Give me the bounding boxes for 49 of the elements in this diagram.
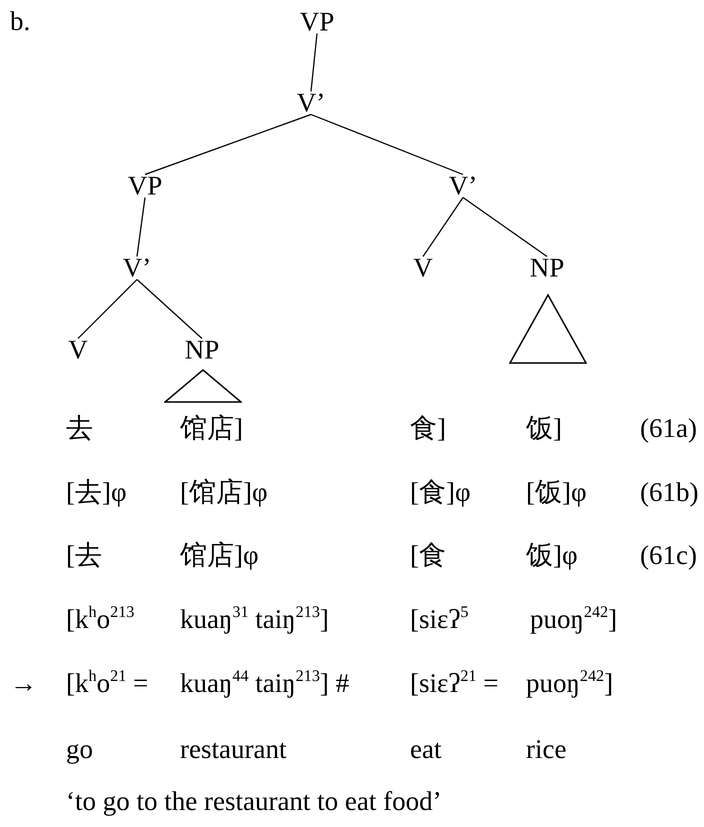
english-gloss: rice bbox=[526, 735, 566, 765]
example-letter: b. bbox=[10, 7, 30, 37]
category-label: NP bbox=[184, 336, 220, 364]
transcription: [siɛʔ$^{5}$ bbox=[410, 605, 468, 635]
chinese-word: 食] bbox=[410, 414, 446, 444]
category-label: V bbox=[413, 254, 433, 282]
example-number: (61b) bbox=[640, 478, 698, 508]
example-number: (61a) bbox=[640, 414, 697, 444]
translation-text: ‘to go to the restaurant to eat food’ bbox=[66, 787, 442, 817]
chinese-word: 馆店]φ bbox=[180, 541, 259, 571]
english-gloss: eat bbox=[410, 735, 442, 765]
triangle-symbol bbox=[509, 294, 587, 364]
transcription: puoŋ$^{242}$] bbox=[526, 669, 614, 699]
branch-line bbox=[136, 197, 146, 257]
transcription: [k$^{h}$o$^{213}$ bbox=[66, 605, 134, 635]
english-gloss: go bbox=[66, 735, 93, 765]
triangle-symbol bbox=[164, 369, 242, 403]
branch-line bbox=[78, 279, 138, 339]
chinese-word: [馆店]φ bbox=[180, 478, 268, 508]
category-label: V bbox=[68, 336, 88, 364]
transcription: kuaŋ$^{31}$ taiŋ$^{213}$] bbox=[180, 605, 329, 635]
transcription: puoŋ$^{242}$] bbox=[530, 605, 618, 635]
category-label: VP bbox=[300, 8, 334, 36]
branch-line bbox=[310, 114, 464, 176]
transcription: [k$^{h}$o$^{21}$ = bbox=[66, 669, 148, 699]
category-label: V’ bbox=[122, 254, 152, 282]
branch-line bbox=[422, 197, 464, 257]
category-label: V’ bbox=[448, 172, 478, 200]
transcription: [siɛʔ$^{21}$ = bbox=[410, 669, 498, 699]
category-label: NP bbox=[530, 254, 564, 282]
chinese-word: [食 bbox=[410, 541, 446, 571]
chinese-word: 馆店] bbox=[180, 414, 243, 444]
category-label: V’ bbox=[296, 90, 326, 116]
example-number: (61c) bbox=[640, 541, 697, 571]
chinese-word: 饭] bbox=[526, 414, 562, 444]
transcription: kuaŋ$^{44}$ taiŋ$^{213}$] # bbox=[180, 669, 350, 699]
arrow-symbol: → bbox=[10, 669, 37, 699]
branch-line bbox=[462, 197, 548, 257]
branch-line bbox=[310, 33, 318, 92]
branch-line bbox=[136, 279, 202, 339]
chinese-word: [去 bbox=[66, 541, 102, 571]
chinese-word: 去 bbox=[66, 414, 93, 444]
english-gloss: restaurant bbox=[180, 735, 286, 765]
chinese-word: [食]φ bbox=[410, 478, 471, 508]
category-label: VP bbox=[128, 172, 162, 200]
chinese-word: [饭]φ bbox=[526, 478, 587, 508]
branch-line bbox=[144, 114, 312, 176]
chinese-word: 饭]φ bbox=[526, 541, 578, 571]
chinese-word: [去]φ bbox=[66, 478, 127, 508]
